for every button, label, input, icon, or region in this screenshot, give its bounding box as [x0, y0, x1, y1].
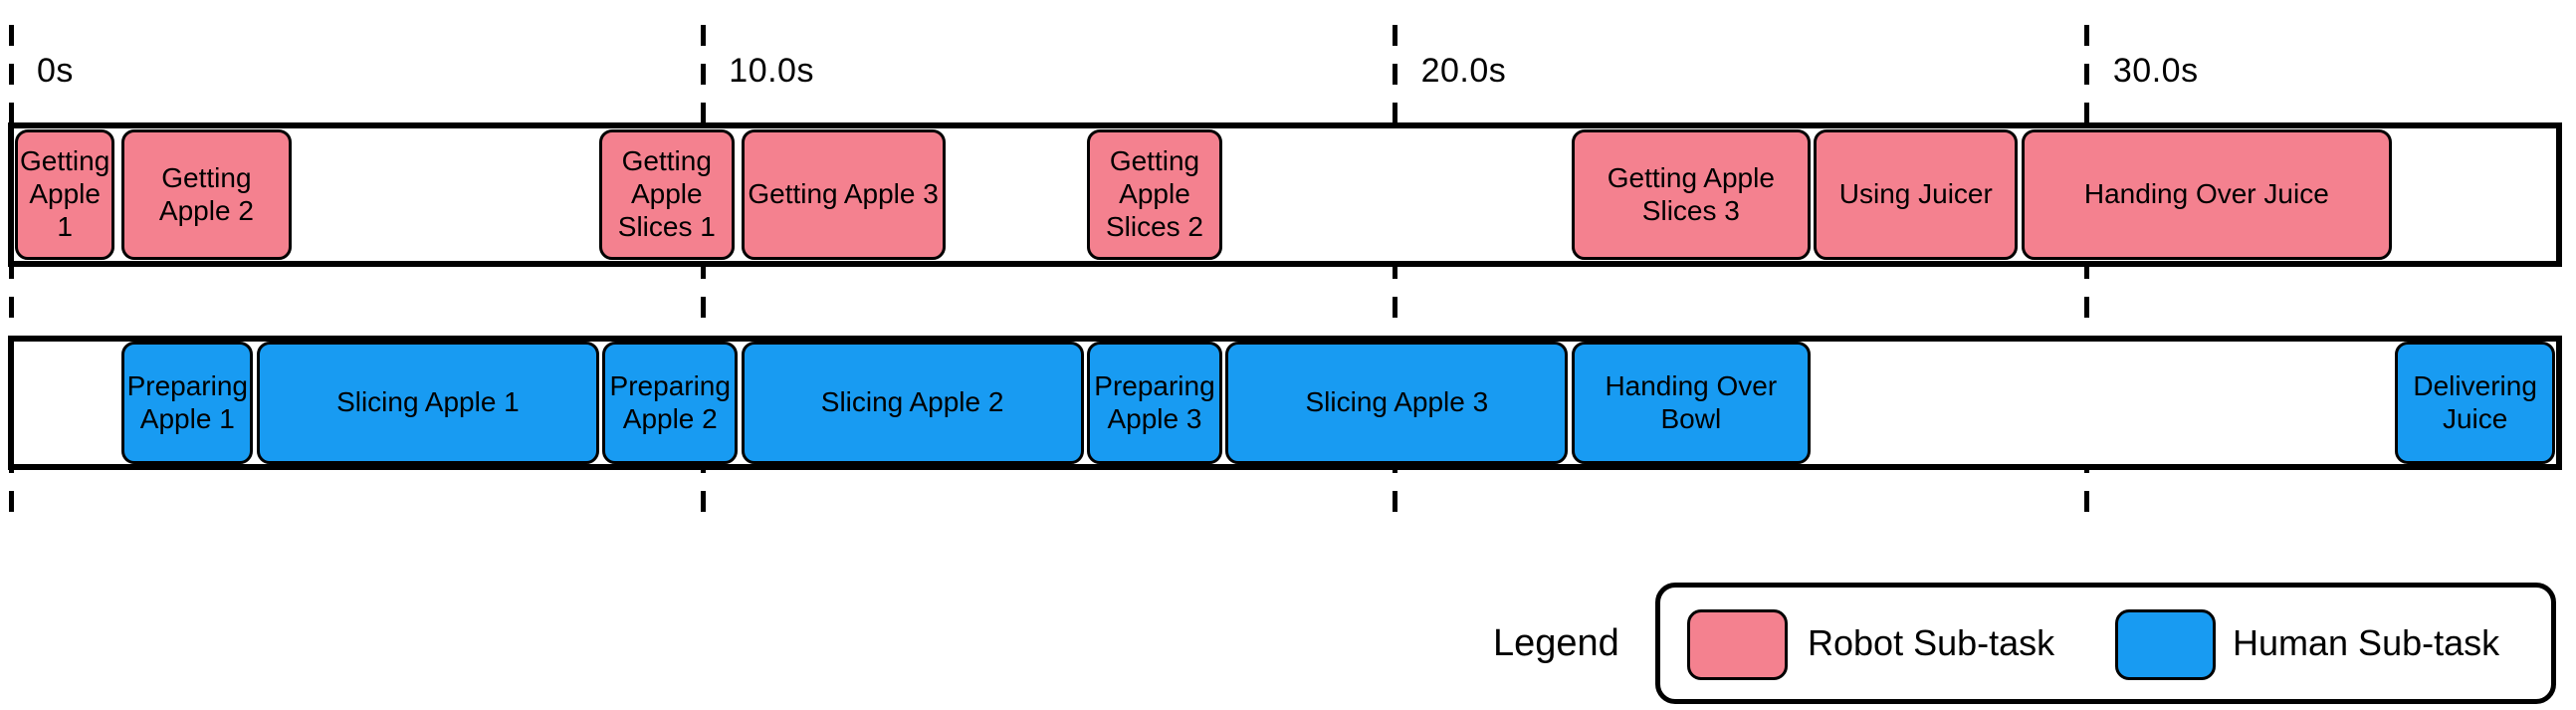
task-preparing-apple-1: Preparing Apple 1: [121, 342, 254, 464]
task-label: Slicing Apple 2: [820, 386, 1004, 418]
legend-title: Legend: [1493, 621, 1619, 664]
task-label: Handing Over Juice: [2083, 178, 2329, 210]
robot-subtask-swatch: [1687, 609, 1788, 680]
legend-label-robot: Robot Sub-task: [1808, 622, 2055, 663]
task-label: Preparing Apple 1: [126, 369, 248, 434]
gridline-20s: [1393, 25, 1398, 520]
task-label: Handing Over Bowl: [1605, 369, 1778, 434]
task-preparing-apple-3: Preparing Apple 3: [1087, 342, 1222, 464]
task-getting-apple-slices-1: Getting Apple Slices 1: [599, 129, 735, 260]
task-label: Slicing Apple 1: [336, 386, 520, 418]
task-label: Using Juicer: [1838, 178, 1993, 210]
task-getting-apple-2: Getting Apple 2: [121, 129, 292, 260]
task-getting-apple-3: Getting Apple 3: [741, 129, 946, 260]
tick-label-30s: 30.0s: [2112, 52, 2199, 90]
task-slicing-apple-1: Slicing Apple 1: [256, 342, 599, 464]
task-handing-over-juice: Handing Over Juice: [2021, 129, 2392, 260]
task-label: Getting Apple 2: [158, 161, 254, 226]
task-delivering-juice: Delivering Juice: [2395, 342, 2555, 464]
task-label: Getting Apple 1: [20, 145, 110, 242]
task-label: Preparing Apple 3: [1094, 369, 1215, 434]
gridline-30s: [2084, 25, 2090, 520]
gridline-10s: [700, 25, 706, 520]
task-label: Preparing Apple 2: [609, 369, 731, 434]
task-handing-over-bowl: Handing Over Bowl: [1571, 342, 1811, 464]
task-label: Getting Apple Slices 2: [1105, 145, 1203, 242]
legend-box: [1655, 583, 2556, 704]
tick-label-20s: 20.0s: [1420, 52, 1507, 90]
task-slicing-apple-2: Slicing Apple 2: [741, 342, 1084, 464]
task-slicing-apple-3: Slicing Apple 3: [1225, 342, 1569, 464]
task-label: Getting Apple 3: [748, 178, 939, 210]
tick-label-0s: 0s: [37, 52, 74, 90]
gridline-0s: [8, 25, 14, 520]
task-label: Delivering Juice: [2413, 369, 2537, 434]
task-label: Getting Apple Slices 1: [617, 145, 716, 242]
task-using-juicer: Using Juicer: [1814, 129, 2019, 260]
task-getting-apple-1: Getting Apple 1: [15, 129, 115, 260]
human-subtask-swatch: [2115, 609, 2216, 680]
legend-label-human: Human Sub-task: [2233, 622, 2500, 663]
task-preparing-apple-2: Preparing Apple 2: [602, 342, 739, 464]
task-getting-apple-slices-2: Getting Apple Slices 2: [1087, 129, 1222, 260]
task-getting-apple-slices-3: Getting Apple Slices 3: [1571, 129, 1811, 260]
task-label: Getting Apple Slices 3: [1607, 161, 1775, 226]
task-label: Slicing Apple 3: [1305, 386, 1489, 418]
tick-label-10s: 10.0s: [729, 52, 814, 90]
